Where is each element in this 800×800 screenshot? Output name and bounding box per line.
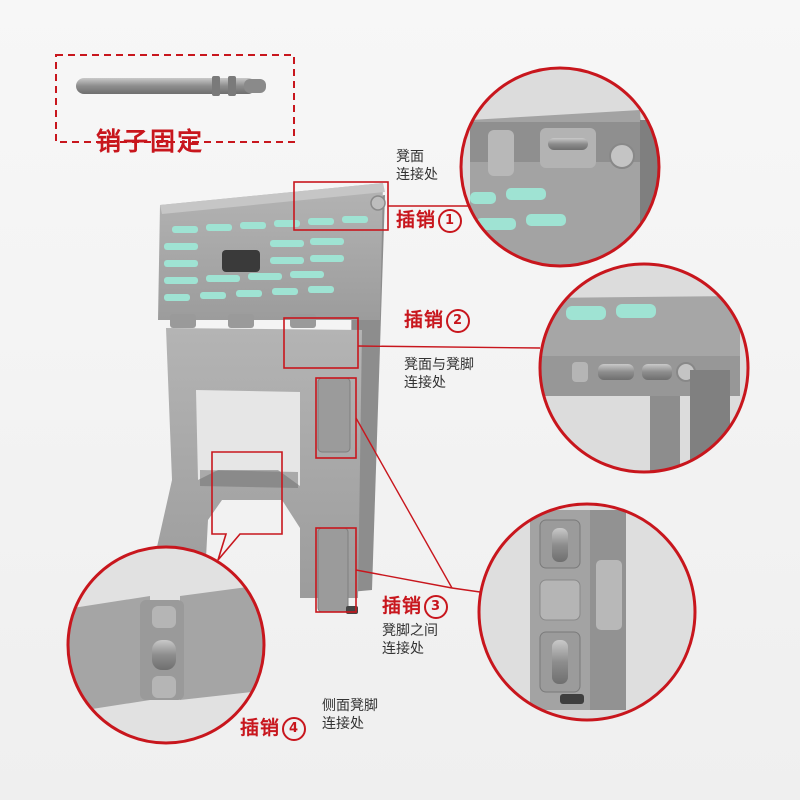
callout-3-note: 凳脚之间 连接处: [382, 622, 438, 658]
callout-2-label-text: 插销: [404, 309, 445, 331]
leader-lines: [355, 205, 541, 593]
pin-box-title: 销子固定: [96, 127, 205, 156]
callout-1-number: 1: [438, 209, 463, 233]
callout-2-note: 凳面与凳脚 连接处: [404, 356, 474, 392]
zoom-circle-2: [538, 262, 750, 474]
callout-1-note-line-2: 连接处: [396, 167, 438, 183]
callout-1-note: 凳面 连接处: [396, 148, 438, 184]
callout-3-label-text: 插销: [382, 595, 423, 617]
callout-2-number: 2: [446, 309, 471, 333]
callout-4-note: 侧面凳脚 连接处: [322, 697, 378, 733]
callout-2-note-line-2: 连接处: [404, 375, 446, 391]
callout-4-number: 4: [282, 717, 307, 741]
stool: [146, 183, 386, 614]
callout-1-note-line-1: 凳面: [396, 149, 424, 165]
callout-3-note-line-1: 凳脚之间: [382, 623, 438, 639]
seat-slots: [164, 216, 368, 301]
callout-1-label-text: 插销: [396, 209, 437, 231]
callout-4-label-text: 插销: [240, 717, 281, 739]
callout-3-number: 3: [424, 595, 449, 619]
pin-rod: [76, 76, 266, 96]
zoom-circle-3: [477, 502, 697, 722]
callout-2-note-line-1: 凳面与凳脚: [404, 357, 474, 373]
zoom-circle-1: [459, 66, 661, 268]
pin-box: [55, 54, 295, 143]
callout-3-note-line-2: 连接处: [382, 641, 424, 657]
zoom-circle-4: [66, 545, 266, 745]
callout-4-note-line-1: 侧面凳脚: [322, 698, 378, 714]
callout-4-note-line-2: 连接处: [322, 716, 364, 732]
